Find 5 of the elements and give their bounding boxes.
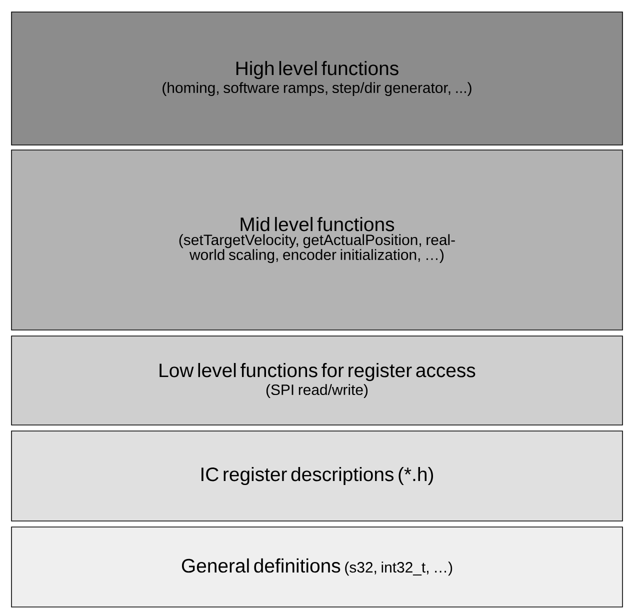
layer-box: Mid level functions (setTargetVelocity, getActualPosition, real-world scaling, encoder initialization, …) [11,150,623,330]
layer-box: General definitions (s32, int32_t, …) [11,526,623,608]
layer-box: IC register descriptions (*.h) [11,430,623,522]
layer-box: High level functions (homing, software ramps, step/dir generator, ...) [11,12,623,146]
layer-box: Low level functions for register access (SPI read/write) [11,336,623,426]
